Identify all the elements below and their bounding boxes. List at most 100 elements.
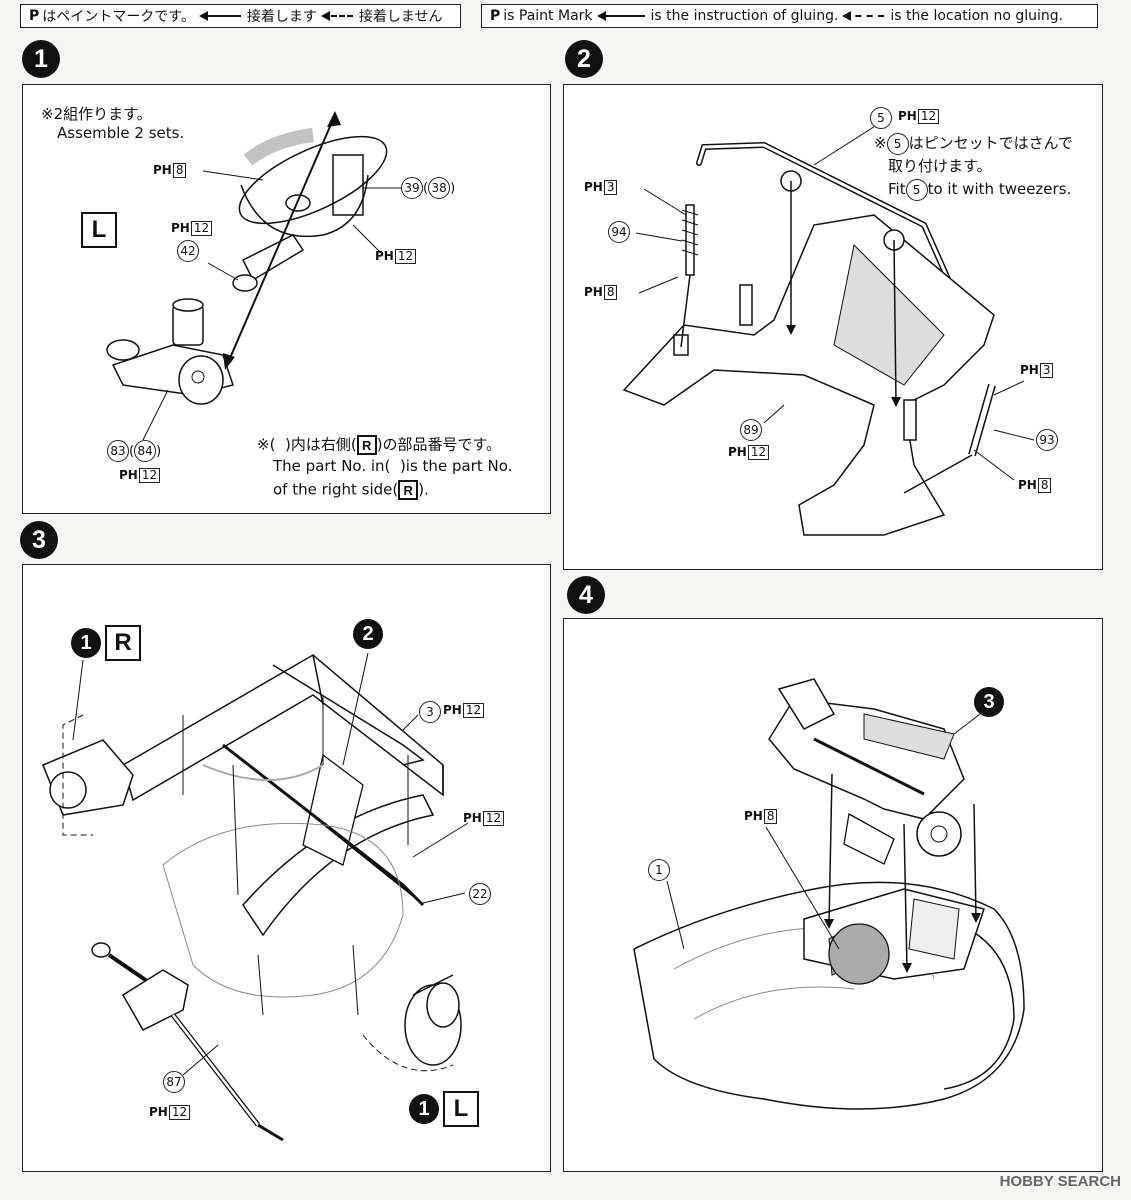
part-circle: 87	[163, 1071, 185, 1093]
paint-mark-symbol: P	[490, 8, 501, 24]
step-1-drawing	[106, 111, 403, 441]
legend-japanese: P はペイントマークです。 接着します 接着しません	[20, 4, 461, 28]
paint-number: 12	[190, 221, 213, 236]
glue-arrow-icon	[198, 11, 241, 21]
paint-number: 12	[138, 468, 161, 483]
step-ref-circle: 3	[974, 687, 1004, 717]
step-2-drawing	[622, 122, 1035, 536]
assemble-note-en: Assemble 2 sets.	[57, 124, 185, 142]
paint-code: PH	[1020, 363, 1039, 377]
part-circle: 22	[469, 883, 491, 905]
right-side-note-en: The part No. in( )is the part No.	[273, 457, 512, 476]
part-circle: 3	[419, 701, 441, 723]
legend-noglue-text: 接着しません	[358, 9, 443, 25]
note-text: of the right side(	[273, 480, 399, 499]
part-circle: 39	[401, 177, 423, 199]
no-glue-arrow-icon	[842, 11, 885, 21]
legend-english: P is Paint Mark is the instruction of gl…	[481, 4, 1098, 28]
paint-code: PH	[153, 163, 172, 177]
paint-number: 12	[462, 703, 485, 718]
part-number-22: 22	[469, 883, 491, 905]
left-side-badge: L	[443, 1091, 479, 1127]
part-number-94: 94	[608, 221, 630, 243]
note-text: ※	[874, 134, 887, 152]
legend-paint-text: はペイントマークです。	[42, 9, 195, 25]
part-number-42: 42	[177, 240, 199, 262]
left-side-badge: L	[81, 212, 117, 248]
step-2-number: 2	[565, 40, 603, 78]
part-circle: 5	[870, 107, 892, 129]
step-1-number: 1	[22, 40, 60, 78]
paint-number: 12	[168, 1105, 191, 1120]
glue-arrow-icon	[596, 11, 645, 21]
assemble-note-jp: ※2組作ります。	[41, 105, 152, 123]
step-4-drawing	[633, 678, 1025, 1110]
paint-number: 8	[172, 163, 187, 178]
step-4-number: 4	[567, 576, 605, 614]
ref-step-1-left: 1 L	[409, 1091, 479, 1127]
right-side-badge: R	[356, 435, 377, 455]
part-number-5: 5	[870, 107, 892, 129]
paint-code: PH	[898, 109, 917, 123]
paint-code: PH	[584, 285, 603, 299]
paint-code: PH	[375, 249, 394, 263]
note-text: to it with tweezers.	[927, 180, 1072, 198]
paint-number: 3	[1039, 363, 1054, 378]
note-text: はピンセットではさんで	[908, 134, 1073, 152]
part-number-89: 89	[740, 419, 762, 441]
paint-code: PH	[443, 703, 462, 717]
step-3-drawing	[42, 652, 469, 1142]
ref-step-2: 2	[353, 619, 383, 649]
legend-noglue-text: is the location no gluing.	[890, 8, 1064, 24]
part-circle: 42	[177, 240, 199, 262]
paint-code: PH	[119, 468, 138, 482]
part-number-3: 3	[419, 701, 441, 723]
paint-number: 12	[747, 445, 770, 460]
right-side-note-jp: ※( )内は右側(R)の部品番号です。	[257, 435, 501, 455]
part-circle: 38	[428, 177, 451, 199]
paint-number: 8	[1037, 478, 1052, 493]
paint-number: 12	[917, 109, 940, 124]
part-number-39-38: 39(38)	[401, 177, 455, 199]
note-text: )内は右側(	[284, 435, 357, 454]
right-side-note-en-2: of the right side(R).	[273, 480, 429, 500]
part-number-87: 87	[163, 1071, 185, 1093]
paint-number: 12	[394, 249, 417, 264]
paint-code: PH	[1018, 478, 1037, 492]
paint-code: PH	[584, 180, 603, 194]
ref-step-3: 3	[974, 687, 1004, 717]
step-ref-circle: 1	[71, 628, 101, 658]
paint-code: PH	[744, 809, 763, 823]
note-text: Fit	[888, 180, 906, 198]
paint-mark-symbol: P	[29, 8, 40, 24]
step-ref-circle: 1	[409, 1094, 439, 1124]
part-circle: 5	[905, 179, 928, 201]
note-text: ※(	[257, 435, 276, 454]
paint-number: 8	[603, 285, 618, 300]
part-number-83-84: 83(84)	[107, 440, 161, 462]
note-text: The part No. in(	[273, 457, 391, 475]
part-circle: 84	[134, 440, 157, 462]
paint-code: PH	[463, 811, 482, 825]
step-3-number: 3	[20, 521, 58, 559]
part-circle: 93	[1036, 429, 1058, 451]
tweezers-note-jp-2: 取り付けます。	[888, 157, 992, 175]
paint-number: 12	[482, 811, 505, 826]
legend-glue-text: 接着します	[246, 9, 317, 25]
no-glue-arrow-icon	[320, 11, 353, 21]
legend-glue-text: is the instruction of gluing.	[650, 8, 839, 24]
note-text: )の部品番号です。	[376, 435, 502, 454]
note-text: )is the part No.	[399, 457, 513, 475]
paint-code: PH	[728, 445, 747, 459]
